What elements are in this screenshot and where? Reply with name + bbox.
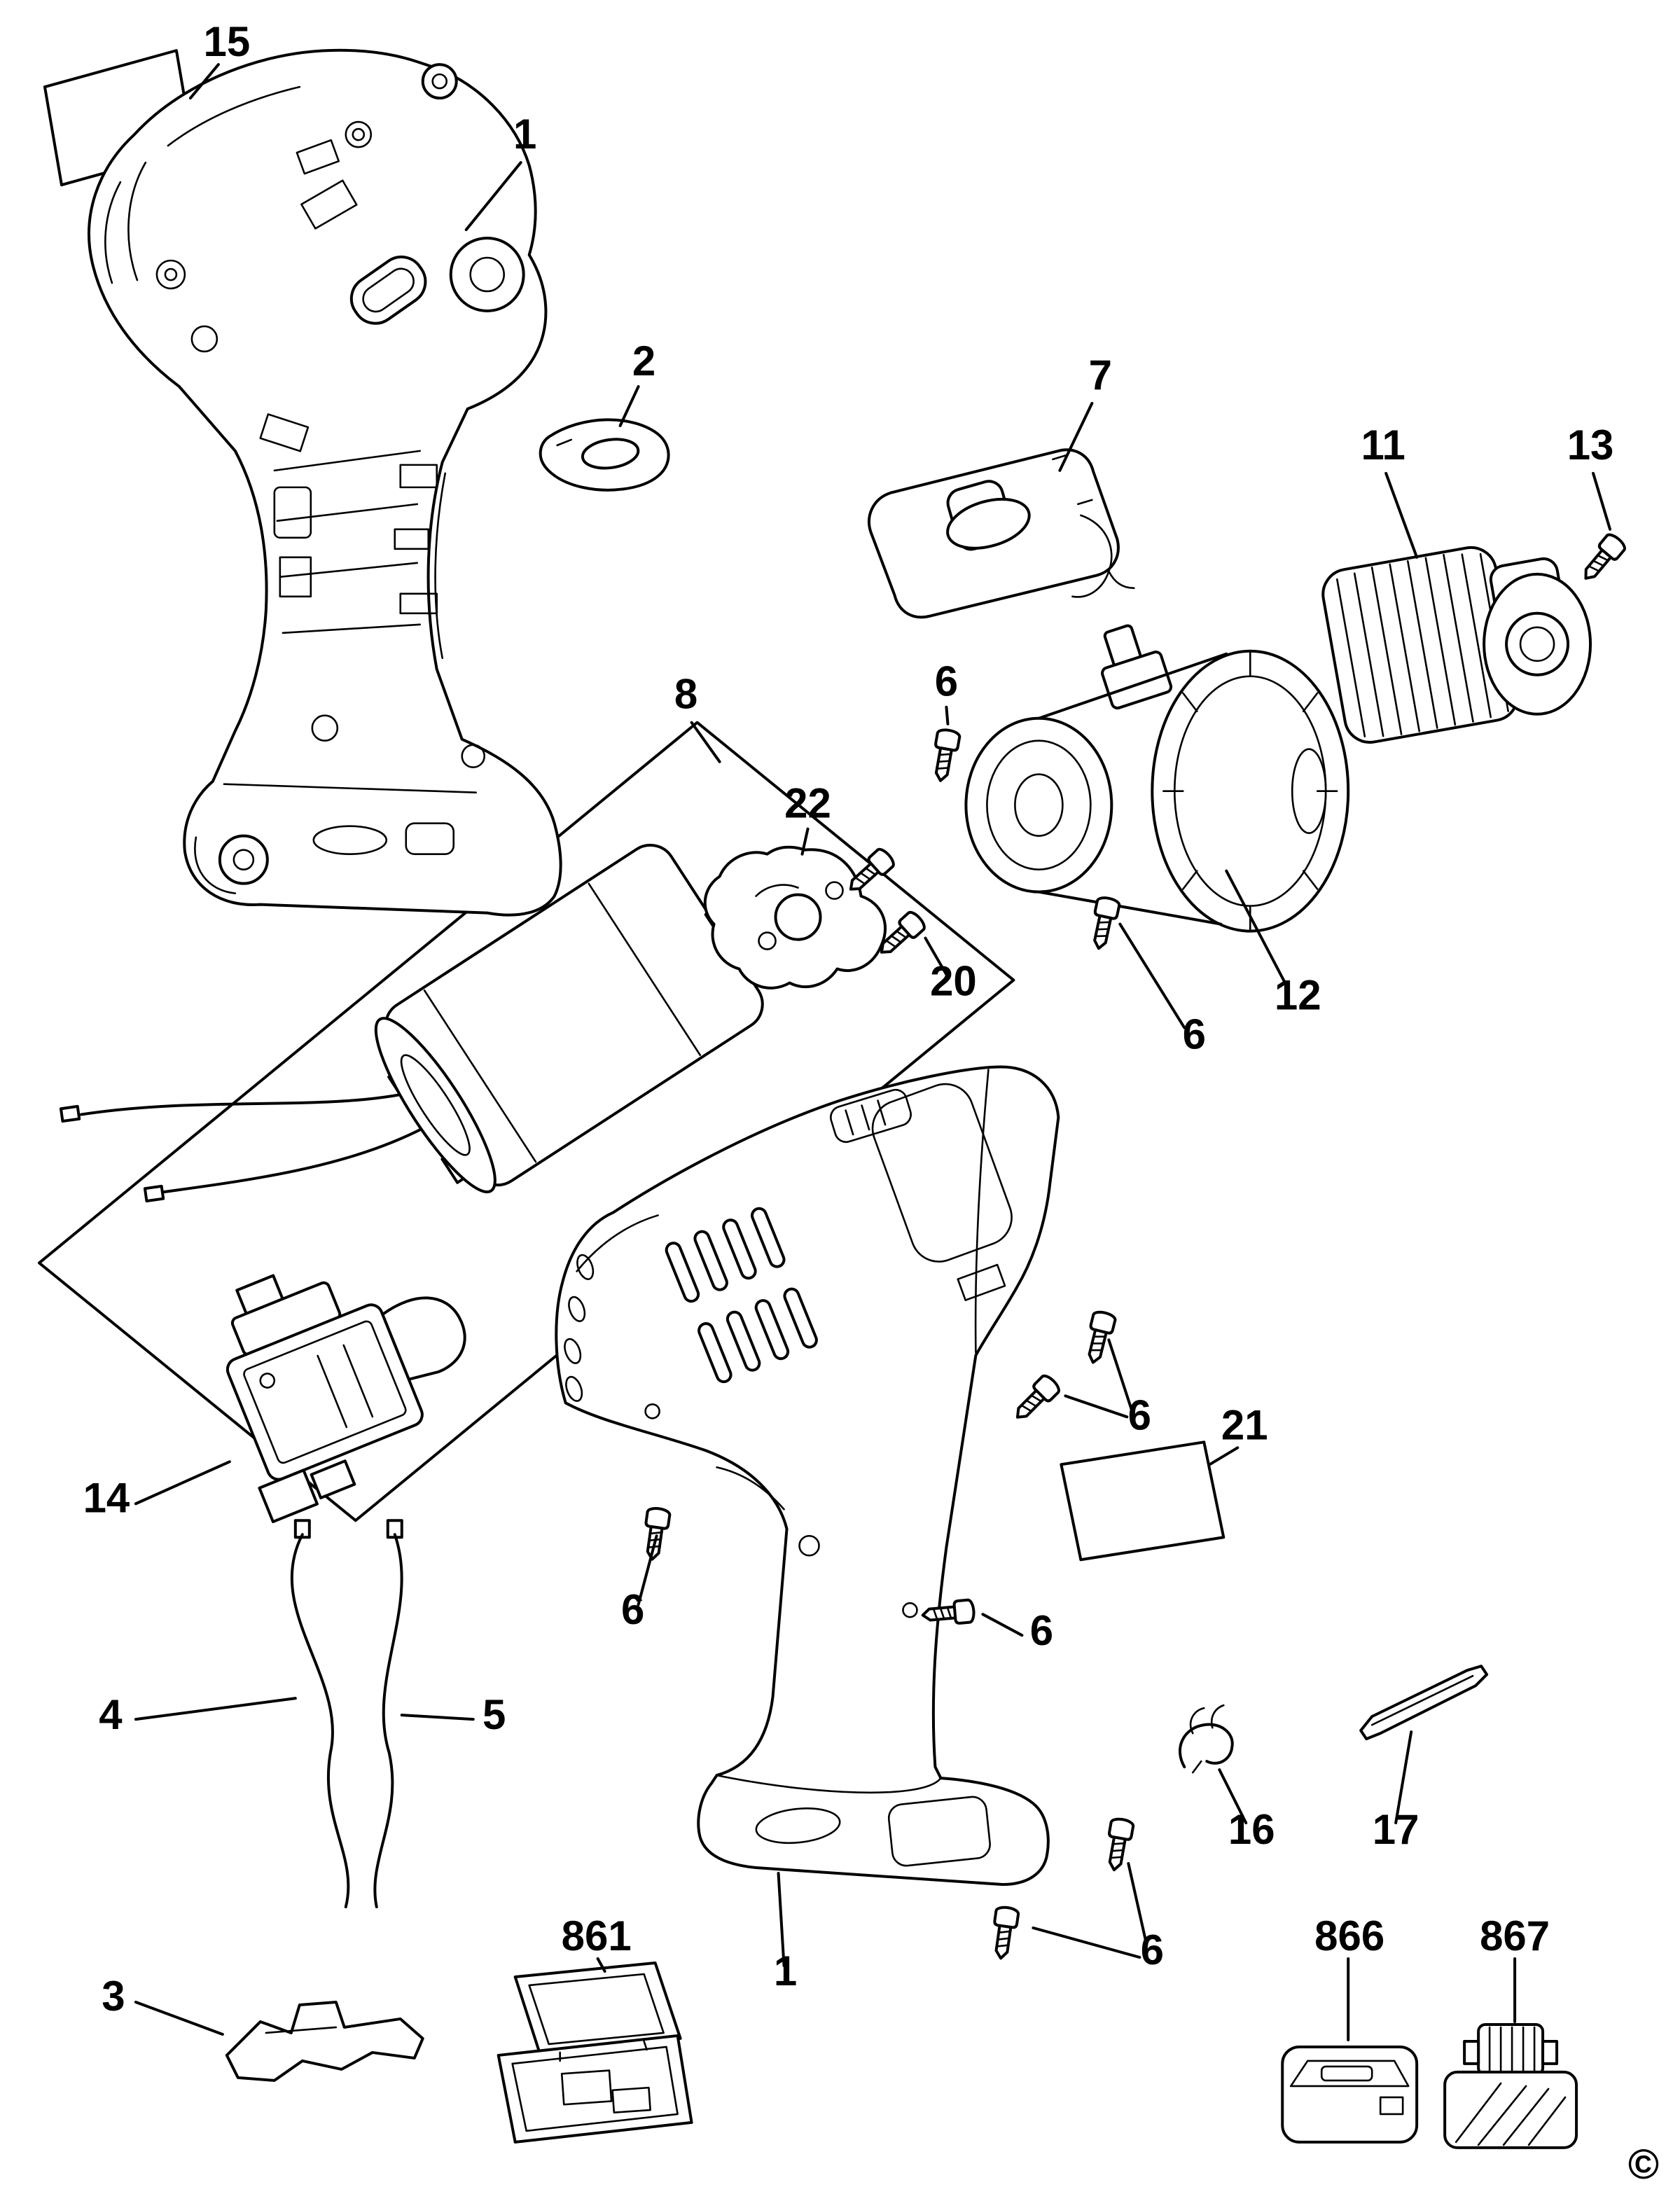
part-1-assembled-housing: [555, 1065, 1060, 1887]
callout-22: 22: [784, 780, 831, 827]
callout-2: 2: [632, 338, 655, 384]
part-6-screw: [1008, 1371, 1063, 1427]
callout-1a: 1: [513, 111, 536, 158]
part-1-left-housing: [88, 48, 562, 917]
part-22-end-plate: [703, 845, 887, 990]
callout-1b: 1: [774, 1947, 797, 1994]
callout-6b: 6: [1183, 1011, 1206, 1058]
part-6-screw: [639, 1506, 672, 1562]
part-17-bit: [1359, 1665, 1489, 1741]
callout-21: 21: [1221, 1401, 1268, 1448]
part-7-cover-plate: [868, 448, 1135, 619]
callout-7: 7: [1089, 352, 1112, 398]
part-2-belt-hook: [539, 418, 670, 492]
copyright-symbol: ©: [1628, 2141, 1659, 2188]
callout-13: 13: [1567, 422, 1614, 468]
callout-15: 15: [204, 18, 251, 65]
callout-20: 20: [930, 958, 977, 1005]
part-12-gearbox: [964, 624, 1350, 933]
callout-5: 5: [483, 1691, 506, 1738]
callout-6e: 6: [1030, 1607, 1053, 1654]
callout-6d: 6: [621, 1586, 644, 1633]
part-6-screw: [928, 727, 962, 784]
part-16-spring-clip: [1179, 1704, 1234, 1774]
wire-4: [290, 1519, 350, 1909]
part-867-battery: [1443, 2022, 1578, 2149]
part-13-screw: [1576, 530, 1629, 588]
part-3-base-insert: [225, 2000, 424, 2082]
wire-5: [373, 1519, 403, 1909]
callout-8: 8: [674, 671, 697, 718]
part-866-charger: [1281, 2045, 1419, 2144]
callout-3: 3: [102, 1973, 125, 2020]
leader-lines: [134, 63, 1612, 2041]
part-21-label-sticker: [1060, 1440, 1226, 1562]
callout-861: 861: [562, 1912, 632, 1959]
part-11-chuck: [1321, 546, 1592, 744]
part-14-switch: [225, 1274, 466, 1524]
callout-6c: 6: [1128, 1391, 1151, 1438]
callout-4: 4: [99, 1691, 123, 1738]
callout-labels: 15 1 2 7 11 13 8 6 22 20 12 6 6 21 14 6 …: [83, 18, 1660, 2188]
part-6-screw: [1081, 1308, 1118, 1367]
callout-867: 867: [1480, 1912, 1550, 1959]
part-861-kitbox: [497, 1961, 693, 2144]
callout-11: 11: [1361, 422, 1405, 468]
part-6-screw: [1086, 894, 1122, 952]
callout-6a: 6: [935, 658, 958, 705]
part-6-screw: [988, 1904, 1021, 1961]
callout-14: 14: [83, 1474, 130, 1521]
callout-16: 16: [1228, 1806, 1275, 1853]
callout-6f: 6: [1141, 1926, 1164, 1973]
callout-12: 12: [1275, 972, 1321, 1019]
callout-17: 17: [1373, 1806, 1419, 1853]
callout-866: 866: [1314, 1912, 1384, 1959]
